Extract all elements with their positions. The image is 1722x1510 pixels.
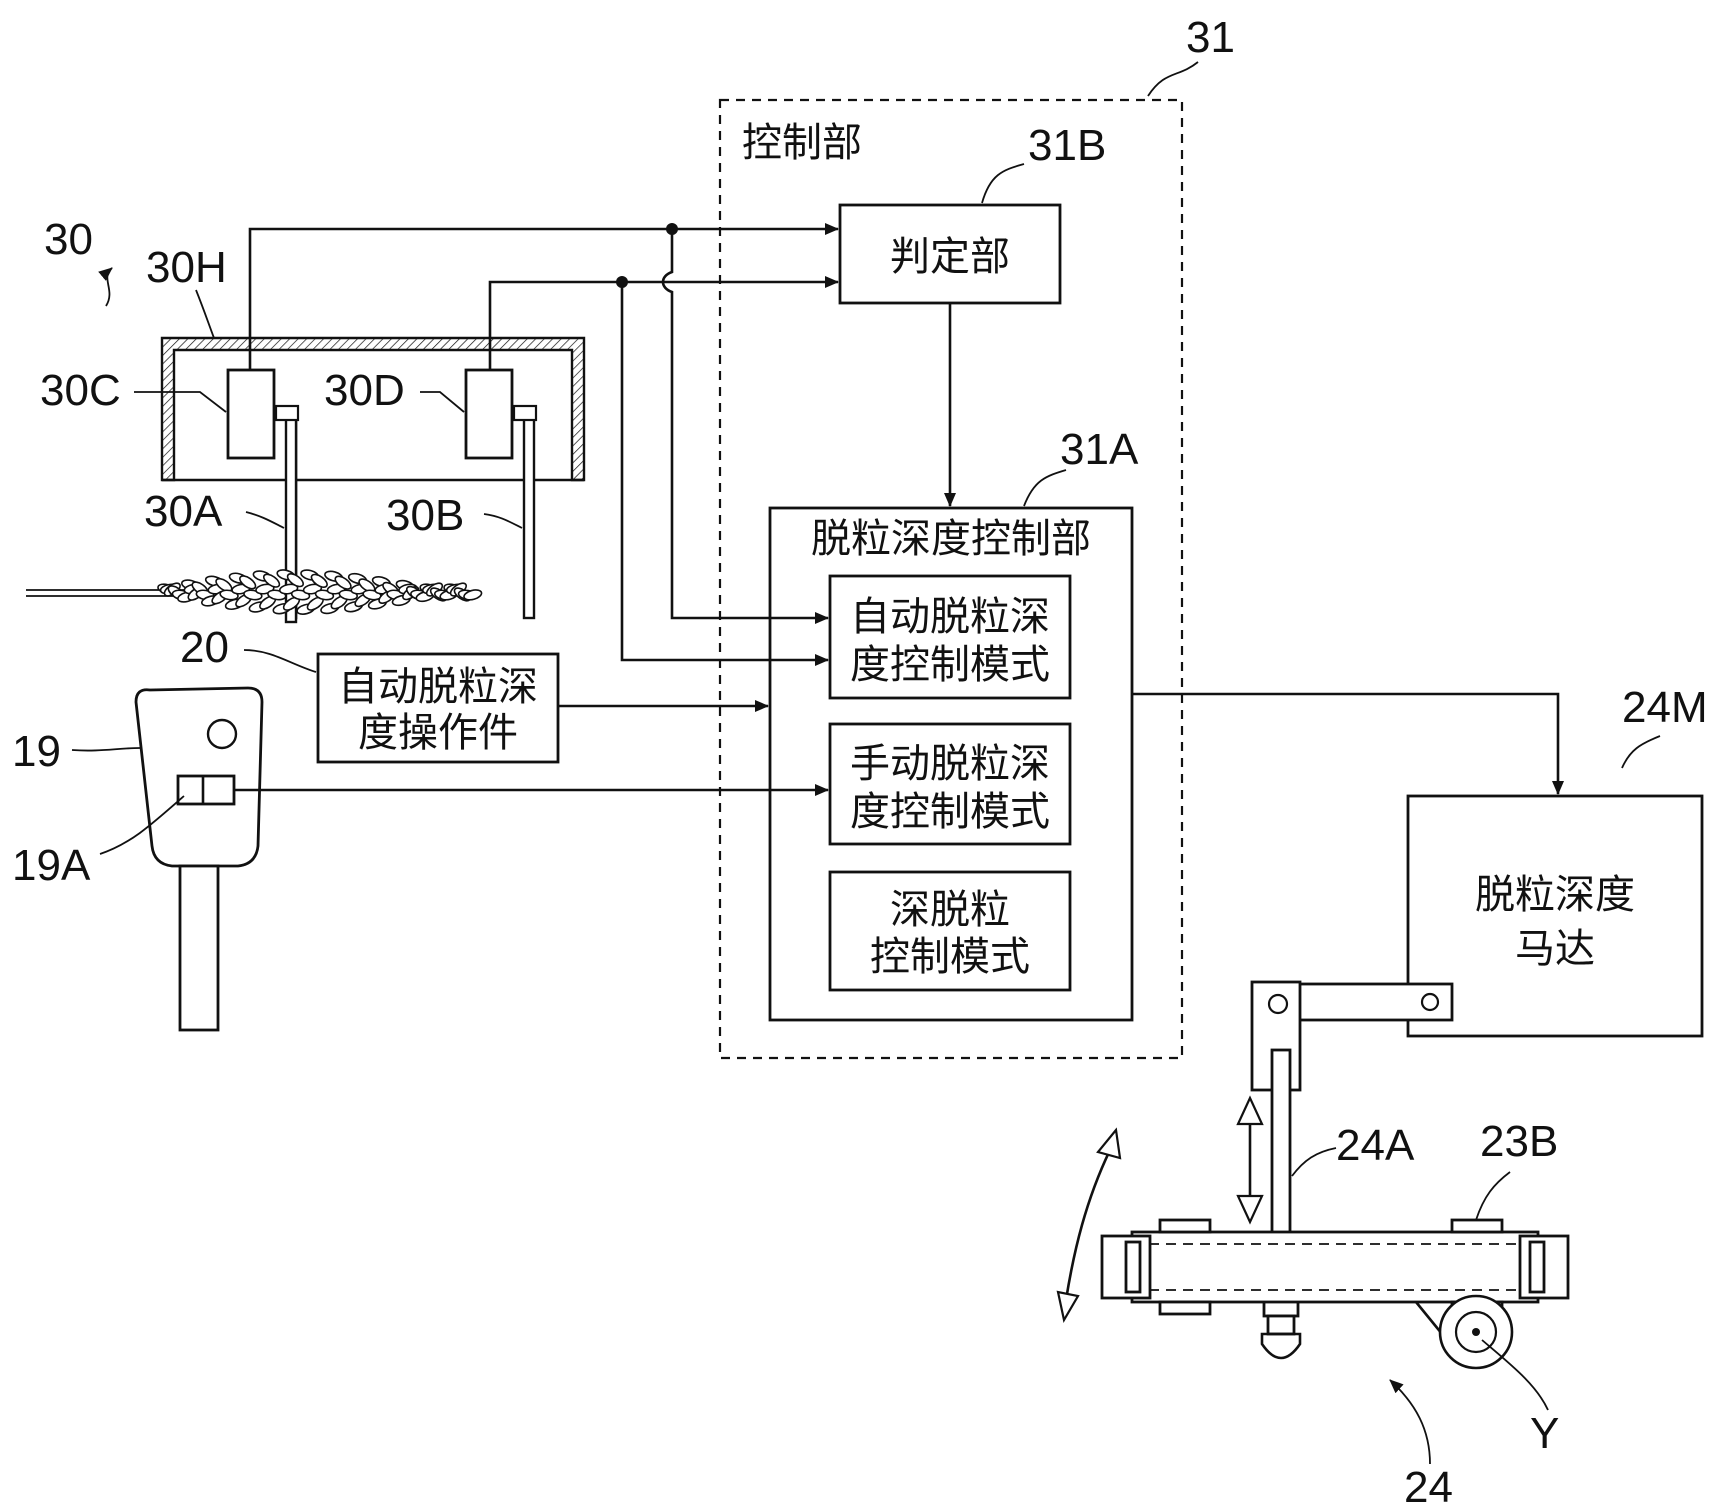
wheel-Y [1414, 1294, 1514, 1370]
leader-31 [1147, 61, 1199, 97]
leader-30D [420, 391, 465, 413]
leader-19A [99, 795, 185, 855]
ref-Y: Y [1530, 1409, 1559, 1458]
leader-30 [98, 267, 113, 307]
leader-24 [1389, 1379, 1431, 1465]
control-unit-label: 控制部 [742, 120, 862, 166]
lever-shaft [178, 864, 220, 1032]
auto-depth-operator-line2: 度操作件 [358, 710, 518, 756]
auto-mode-box [828, 574, 1072, 700]
manual-mode-line1: 手动脱粒深 [850, 741, 1050, 787]
ref-31B: 31B [1028, 121, 1106, 170]
deep-mode-line2: 控制模式 [870, 934, 1030, 980]
control-unit-boundary [718, 98, 1184, 1060]
ref-30C: 30C [40, 366, 121, 415]
contact-bar-30A-hinge [274, 404, 300, 422]
leader-19 [71, 747, 141, 752]
detector-30C [226, 368, 276, 460]
threshing-depth-motor-line2: 马达 [1515, 926, 1595, 972]
deep-mode-line1: 深脱粒 [890, 887, 1010, 933]
ref-30: 30 [44, 215, 93, 264]
lever-knob [206, 718, 238, 750]
ref-31A: 31A [1060, 425, 1139, 474]
leader-30C [134, 391, 227, 413]
leader-20 [243, 649, 317, 673]
ref-23B: 23B [1480, 1117, 1558, 1166]
contact-bar-30B-rod [522, 414, 536, 620]
ref-20: 20 [180, 623, 229, 672]
wire-depth-control-to-motor [1132, 692, 1564, 795]
threshing-depth-motor-box [1406, 794, 1704, 1038]
wire-branch-lower-to-auto-mode [620, 282, 829, 666]
detector-30D [464, 368, 514, 460]
ref-31: 31 [1186, 13, 1235, 62]
threshing-depth-motor-line1: 脱粒深度 [1475, 872, 1635, 918]
ref-30H: 30H [146, 243, 227, 292]
ref-19: 19 [12, 727, 61, 776]
wire-30C-to-judgment [248, 223, 839, 370]
manual-switch-19A[interactable] [176, 774, 236, 806]
leader-24A [1291, 1147, 1337, 1177]
linkage-mechanism [1250, 980, 1454, 1360]
vertical-motion-arrow [1236, 1095, 1264, 1225]
leader-31B [981, 163, 1025, 204]
swing-motion-arrow [1056, 1127, 1122, 1324]
leader-23B [1475, 1171, 1511, 1221]
frame-23B [1100, 1218, 1570, 1316]
auto-depth-operator-box [316, 652, 560, 764]
manual-mode-line2: 度控制模式 [850, 789, 1050, 835]
auto-mode-line1: 自动脱粒深 [850, 594, 1050, 640]
ref-24A: 24A [1336, 1121, 1415, 1170]
deep-mode-box [828, 870, 1072, 992]
grain-stalk-icon [26, 569, 483, 615]
wire-branch-upper-to-auto-mode [661, 229, 829, 624]
ref-24: 24 [1404, 1463, 1453, 1510]
leader-31A [1023, 469, 1067, 507]
ref-30B: 30B [386, 491, 464, 540]
contact-bar-30B-hinge [512, 404, 538, 422]
wire-30D-to-judgment [488, 276, 839, 370]
ref-30D: 30D [324, 366, 405, 415]
leader-30A [245, 511, 285, 529]
leader-30H [195, 289, 215, 339]
ref-30A: 30A [144, 487, 223, 536]
depth-control-unit-label: 脱粒深度控制部 [811, 516, 1091, 562]
leader-30B [483, 513, 523, 529]
ref-19A: 19A [12, 841, 91, 890]
judgment-unit-label: 判定部 [890, 234, 1010, 280]
auto-depth-operator-line1: 自动脱粒深 [338, 664, 538, 710]
ref-24M: 24M [1622, 683, 1708, 732]
leader-Y [1481, 1339, 1549, 1411]
leader-24M [1621, 735, 1661, 769]
manual-mode-box [828, 722, 1072, 846]
auto-mode-line2: 度控制模式 [850, 642, 1050, 688]
